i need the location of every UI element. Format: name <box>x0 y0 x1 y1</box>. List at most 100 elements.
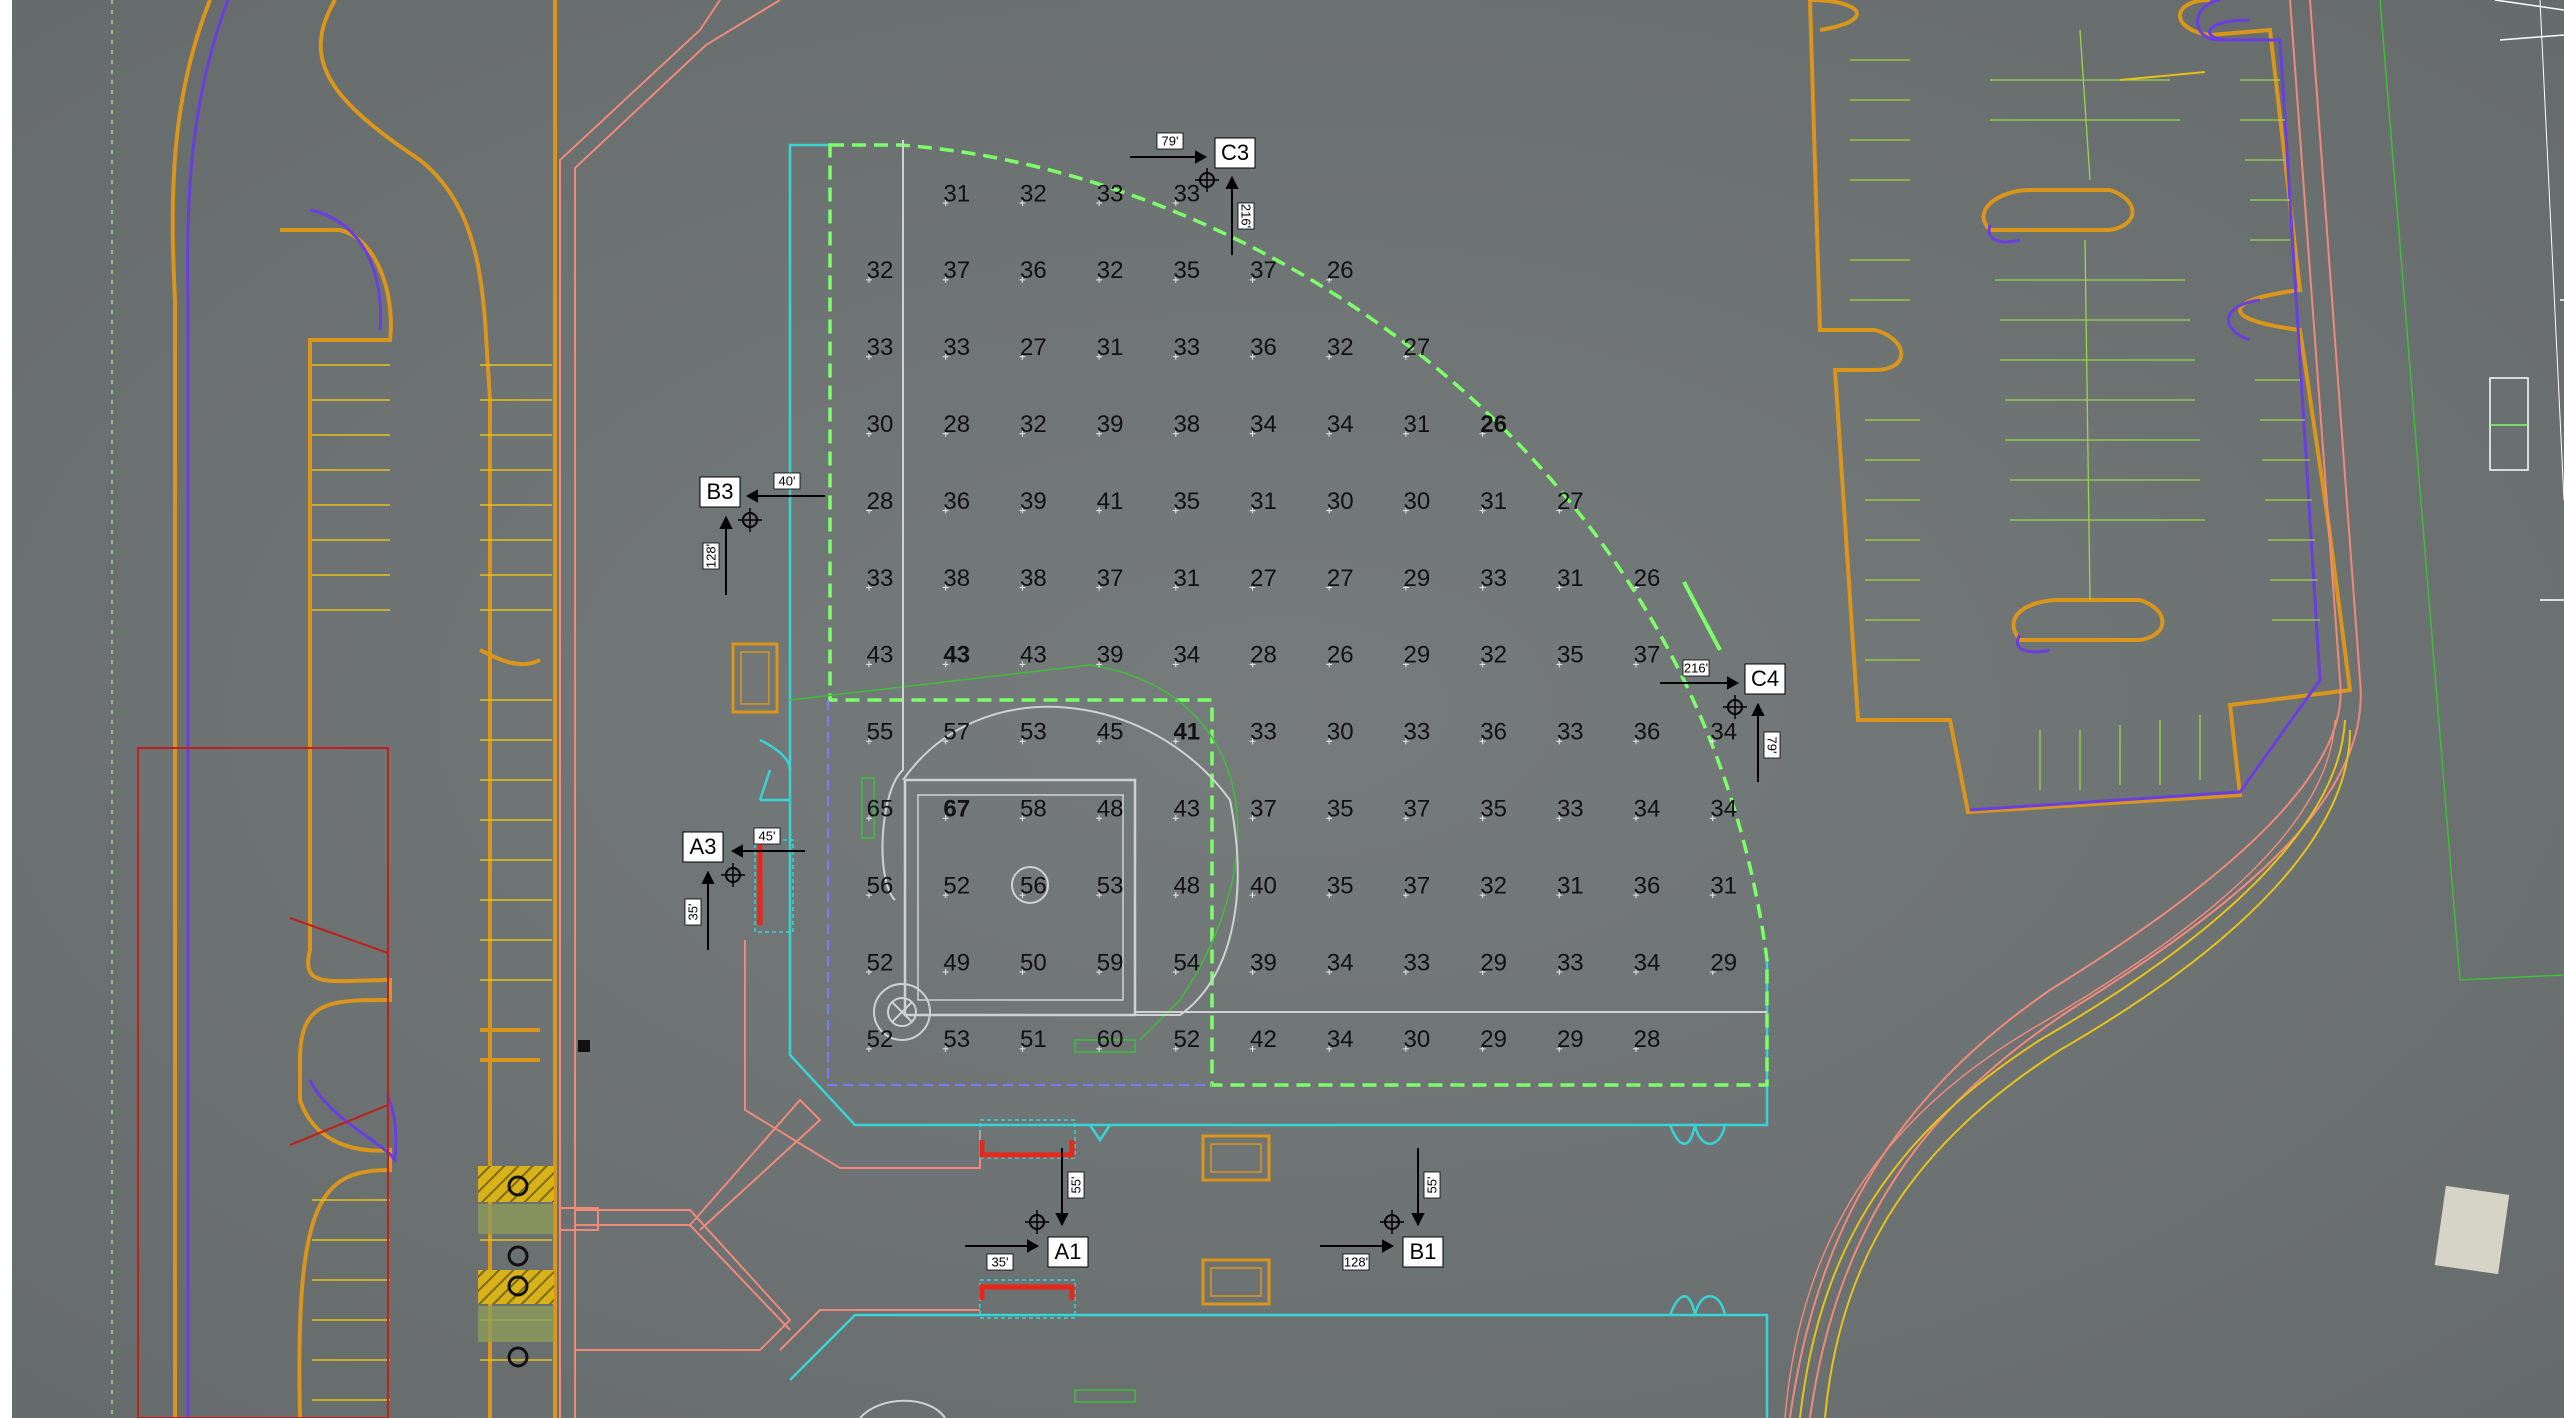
grid-point-marker <box>1402 969 1409 975</box>
illuminance-value: 53 <box>1020 719 1047 746</box>
grid-point-marker <box>1326 584 1333 591</box>
grid-point-marker <box>1172 738 1179 745</box>
grid-point-marker <box>1709 738 1716 745</box>
grid-point-marker <box>1019 892 1026 899</box>
illuminance-value: 35 <box>1557 642 1584 669</box>
pole-marker-icon <box>721 863 745 887</box>
grid-point-marker <box>866 430 872 437</box>
illuminance-value: 43 <box>1173 796 1200 823</box>
grid-point-marker <box>1556 738 1563 745</box>
grid-point-marker <box>942 661 949 668</box>
illuminance-value: 27 <box>1250 565 1277 592</box>
illuminance-value: 29 <box>1404 565 1431 592</box>
illuminance-value: 33 <box>1404 719 1431 746</box>
illuminance-value: 32 <box>1480 642 1507 669</box>
grid-point-marker <box>1172 430 1179 437</box>
pole-id: A1 <box>1055 1239 1082 1264</box>
illuminance-value: 28 <box>867 488 894 515</box>
grid-point-marker <box>1019 276 1026 283</box>
grid-point-marker <box>1709 815 1716 822</box>
grid-point-marker <box>1479 1045 1486 1052</box>
grid-point-marker <box>1096 430 1103 437</box>
grid-point-marker <box>866 969 872 975</box>
grid-point-marker <box>942 276 949 283</box>
pole-marker-icon <box>1723 695 1747 719</box>
dimension-box <box>1763 731 1781 759</box>
illuminance-value: 33 <box>1480 565 1507 592</box>
illuminance-value: 38 <box>1020 565 1047 592</box>
bench-left <box>861 777 875 839</box>
bench-lower <box>1074 1389 1136 1403</box>
illuminance-value: 33 <box>1097 180 1124 207</box>
grid-point-marker <box>1556 507 1563 514</box>
illuminance-value: 36 <box>1480 719 1507 746</box>
grid-point-marker <box>1249 353 1256 360</box>
grid-point-marker <box>942 584 949 591</box>
illuminance-value: 49 <box>943 949 970 976</box>
grid-point-marker <box>866 353 872 360</box>
illuminance-value: 43 <box>867 642 894 669</box>
grid-point-marker <box>1326 661 1333 668</box>
illuminance-value: 67 <box>943 796 970 823</box>
grid-point-marker <box>1479 430 1486 437</box>
illuminance-value: 38 <box>943 565 970 592</box>
dimension-offset-vertical: 216' <box>1239 204 1254 228</box>
grid-point-marker <box>866 276 872 283</box>
grid-point-marker <box>1326 815 1333 822</box>
grid-point-marker <box>1633 815 1639 822</box>
sidewalk-ramp <box>559 1207 599 1231</box>
grid-point-marker <box>866 584 872 591</box>
illuminance-value: 43 <box>943 642 970 669</box>
grid-point-marker <box>866 661 872 668</box>
illuminance-value: 31 <box>1710 872 1737 899</box>
grid-point-marker <box>1479 661 1486 668</box>
illuminance-value: 29 <box>1480 949 1507 976</box>
grid-point-marker <box>1249 892 1256 899</box>
ballfield-diamond-icon <box>873 140 1767 1041</box>
illuminance-value: 31 <box>1173 565 1200 592</box>
illuminance-value: 30 <box>867 411 894 438</box>
grid-point-marker <box>942 507 949 514</box>
dimension-offset-horizontal: 40' <box>779 473 796 488</box>
left-parking-lot <box>170 0 557 1418</box>
grid-point-marker <box>1479 507 1486 514</box>
illuminance-value: 33 <box>943 334 970 361</box>
illuminance-value: 39 <box>1097 642 1124 669</box>
illuminance-value: 32 <box>1020 180 1047 207</box>
grid-point-marker <box>1556 969 1563 975</box>
illuminance-value: 48 <box>1173 872 1200 899</box>
illuminance-value: 31 <box>1097 334 1124 361</box>
illuminance-value: 34 <box>1710 719 1737 746</box>
illuminance-value: 26 <box>1634 565 1661 592</box>
illuminance-value: 37 <box>943 257 970 284</box>
illuminance-value: 32 <box>867 257 894 284</box>
grid-point-marker <box>1019 353 1026 360</box>
grid-point-marker <box>1172 276 1179 283</box>
grid-point-marker <box>1172 1045 1179 1052</box>
grid-point-marker <box>1556 584 1563 591</box>
outer-turf-line <box>789 664 1239 1041</box>
grid-point-marker <box>1556 815 1563 822</box>
illuminance-value: 35 <box>1327 796 1354 823</box>
grid-point-marker <box>866 507 872 514</box>
pole-label-box <box>1047 1236 1089 1268</box>
grid-point-marker <box>1479 969 1486 975</box>
grid-point-marker <box>1172 892 1179 899</box>
illuminance-value: 52 <box>867 1026 894 1053</box>
illuminance-value: 58 <box>1020 796 1047 823</box>
illuminance-value: 37 <box>1634 642 1661 669</box>
grid-point-marker <box>1402 815 1409 822</box>
dimension-box <box>1682 659 1710 677</box>
grid-point-marker <box>1402 430 1409 437</box>
grid-point-marker <box>1249 1045 1256 1052</box>
dimension-offset-horizontal: 35' <box>992 1254 1009 1269</box>
pole-label-box <box>1402 1236 1444 1268</box>
